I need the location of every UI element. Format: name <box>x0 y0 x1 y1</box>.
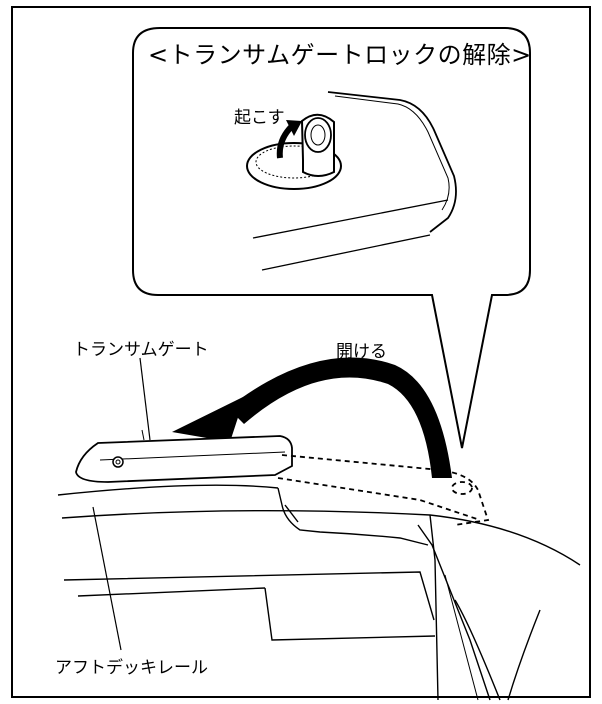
lock-latch <box>246 113 342 190</box>
deck-lines <box>57 484 581 701</box>
raise-label: 起こす <box>234 108 285 128</box>
callout-bubble <box>132 27 531 449</box>
transom-gate-closed <box>277 454 490 526</box>
transom-gate-label: トランサムゲート <box>73 340 209 360</box>
leader-lines <box>92 357 151 651</box>
open-label: 開ける <box>336 342 387 362</box>
raise-arrow <box>276 120 302 159</box>
aft-deck-rail-label: アフトデッキレール <box>55 658 208 678</box>
callout-title: <トランサムゲートロックの解除> <box>148 41 532 69</box>
transom-gate-opened <box>75 429 293 483</box>
open-arrow <box>172 357 452 478</box>
deck-panel-detail <box>252 91 457 271</box>
